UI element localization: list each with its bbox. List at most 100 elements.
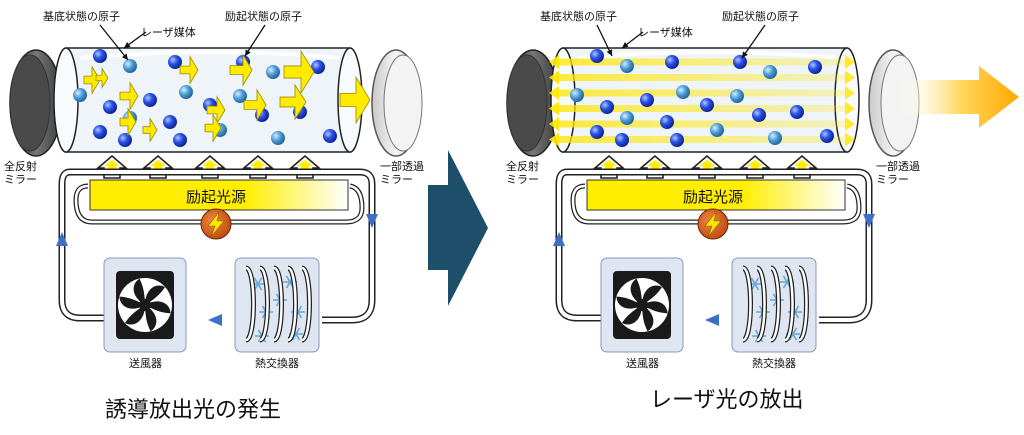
photon-arrow — [279, 83, 307, 121]
ground-atom — [266, 65, 280, 79]
full-mirror-face — [9, 54, 51, 152]
photon-arrow — [243, 88, 267, 122]
beam — [557, 58, 849, 66]
leader-line — [99, 24, 129, 61]
fan-blade — [133, 278, 145, 305]
excited-atom — [323, 129, 337, 143]
excited-atom — [93, 125, 107, 139]
coil-inner — [245, 266, 311, 342]
excited-atom — [93, 49, 107, 63]
ground-atom — [730, 89, 744, 103]
beam-head-left — [549, 132, 559, 147]
heat-exchanger-label: 熱交換器 — [255, 357, 299, 370]
leader-head — [606, 49, 613, 56]
heat-exchanger — [731, 257, 817, 353]
excited-atom — [600, 100, 614, 114]
excited-atom — [660, 115, 674, 129]
ground-atom — [763, 65, 777, 79]
full-mirror-face — [506, 54, 548, 152]
pump-source-label: 励起光源 — [683, 188, 744, 206]
photon-arrow — [206, 95, 226, 125]
fan-blade — [125, 305, 145, 325]
ground-atom — [620, 59, 634, 73]
snowflake-ray — [788, 327, 798, 341]
excited-atom — [168, 55, 182, 69]
photon-arrow — [142, 117, 158, 143]
beam — [557, 120, 849, 128]
photon-arrow — [204, 113, 222, 143]
photon-arrow — [229, 53, 253, 87]
flow-arrow-up — [56, 232, 68, 246]
tube-left-end — [53, 47, 79, 153]
ground-atom-label: 基底状態の原子 — [43, 10, 120, 23]
next-step-arrow-icon — [428, 150, 488, 306]
flow-arrow-down — [366, 214, 378, 228]
tube-highlight — [576, 50, 838, 60]
atoms — [570, 49, 834, 147]
leader-line — [244, 24, 266, 57]
excited-atom — [670, 133, 684, 147]
excited-atom — [790, 105, 804, 119]
excited-atom — [173, 133, 187, 147]
circuit-left-inner — [60, 170, 106, 320]
heat-exchanger — [234, 257, 320, 353]
fan-blade — [616, 296, 642, 309]
beam-head-left — [549, 55, 559, 69]
ground-atom — [710, 123, 724, 137]
fan-label: 送風器 — [626, 357, 659, 370]
snowflake-ray — [750, 277, 760, 291]
beam-head-right — [845, 101, 855, 116]
photon-arrow — [83, 65, 101, 95]
excited-atom — [590, 125, 604, 139]
beam — [557, 136, 849, 143]
excited-atom — [733, 55, 747, 69]
fan-blade — [630, 278, 642, 305]
beam-head-right — [845, 55, 855, 69]
fan-blade — [642, 305, 654, 332]
fan-blade — [145, 305, 157, 332]
ground-atom — [179, 85, 193, 99]
beam-head-right — [845, 117, 855, 131]
left-panel — [9, 24, 423, 353]
excited-atom-label: 励起状態の原子 — [225, 10, 302, 23]
coolant-circuit — [56, 168, 378, 326]
excited-atom — [808, 60, 822, 74]
partial-mirror-label: 一部透過 ミラー — [876, 160, 920, 186]
circuit-outer-inner — [70, 170, 374, 322]
ground-atom-label: 基底状態の原子 — [540, 10, 617, 23]
beam-head-right — [845, 132, 855, 147]
circuit-outer-inner — [567, 170, 871, 322]
flow-arrow-down — [863, 214, 875, 228]
photon-arrow — [179, 55, 199, 85]
flow-arrow-left — [208, 314, 222, 326]
fan-blade — [119, 296, 145, 309]
lightning-bolt-icon — [697, 208, 729, 240]
photon-arrow — [339, 75, 371, 125]
photon-arrow — [95, 67, 109, 89]
bolt — [207, 211, 225, 238]
pump-source-box — [586, 179, 846, 211]
excited-atom — [700, 98, 714, 112]
fan-blade — [145, 285, 165, 305]
flow-arrow-up — [553, 232, 565, 246]
ground-atom — [620, 111, 634, 125]
fan-blade — [642, 301, 668, 314]
tube-highlight — [79, 50, 341, 60]
partial-mirror-label: 一部透過 ミラー — [380, 160, 424, 186]
flow-arrow-left — [705, 314, 719, 326]
lightning-bolt-icon — [200, 208, 232, 240]
bolt — [704, 211, 722, 238]
leader-head — [245, 49, 251, 56]
leader-head — [622, 41, 629, 48]
fan-icon — [600, 257, 684, 353]
excited-atom — [143, 93, 157, 107]
partial-mirror-face — [383, 54, 423, 152]
full-mirror-label: 全反射 ミラー — [506, 160, 539, 186]
excited-atom — [640, 93, 654, 107]
leader-line — [741, 24, 766, 59]
output-laser-beam — [903, 66, 1019, 128]
photon-arrows — [83, 49, 371, 143]
medium-label: レーザ媒体 — [141, 26, 196, 39]
excited-atom — [103, 100, 117, 114]
